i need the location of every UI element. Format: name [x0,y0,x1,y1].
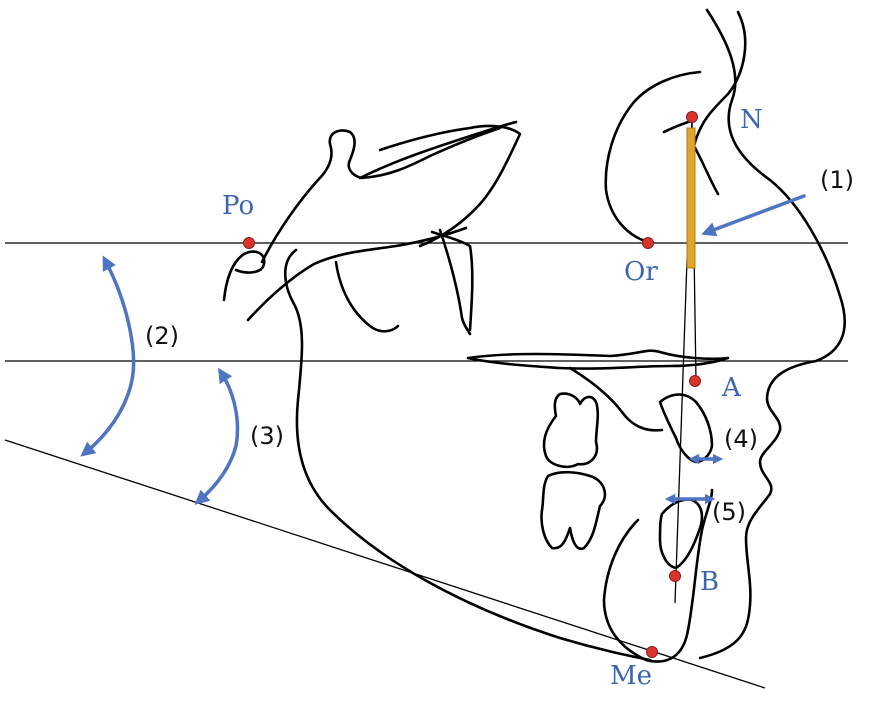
ear-rod-outline [222,250,266,302]
landmark-b-point [669,570,681,582]
incisor-axis-bar [686,127,696,269]
landmark-b-label: B [700,567,719,597]
maxilla-posterior [430,230,474,332]
landmark-or-label: Or [624,257,658,287]
cranial-base-outline [260,126,502,264]
landmark-me-point [646,646,658,658]
sella-floor [378,124,522,248]
landmark-a-point [689,375,701,387]
coronoid-notch [334,260,400,333]
measurement-2-arc-arrow [80,255,136,457]
landmark-po-point [243,237,255,249]
measurement-1-label: (1) [820,166,854,194]
ramus-posterior-border [283,248,652,662]
symphysis-outline [602,488,714,663]
pterygoid-plate [438,228,472,336]
measurement-5-label: (5) [712,498,746,526]
palate-outline [466,349,730,370]
landmark-n-point [686,111,698,123]
nasal-bone-outline [692,10,747,196]
upper-molar-outline [542,392,600,469]
landmark-or-point [642,237,654,249]
measurement-1-arrow [701,194,806,237]
measurement-3-arc-arrow [194,367,240,505]
maxillary-base [568,366,664,432]
measurement-4-label: (4) [724,425,758,453]
soft-tissue-profile [698,8,846,660]
sphenoid-line [358,120,518,180]
landmark-me-label: Me [610,661,652,691]
landmark-n-label: N [740,105,763,135]
condyle-outline [246,226,468,322]
lower-incisor-outline [658,498,704,570]
lower-molar-outline [540,470,607,551]
landmark-po-label: Po [222,191,254,221]
measurement-2-label: (2) [145,322,179,350]
orbit-outline [604,70,702,244]
measurement-3-label: (3) [250,422,284,450]
upper-incisor-outline [658,393,714,464]
landmark-a-label: A [721,373,742,403]
mandibular-plane-line [4,439,766,689]
